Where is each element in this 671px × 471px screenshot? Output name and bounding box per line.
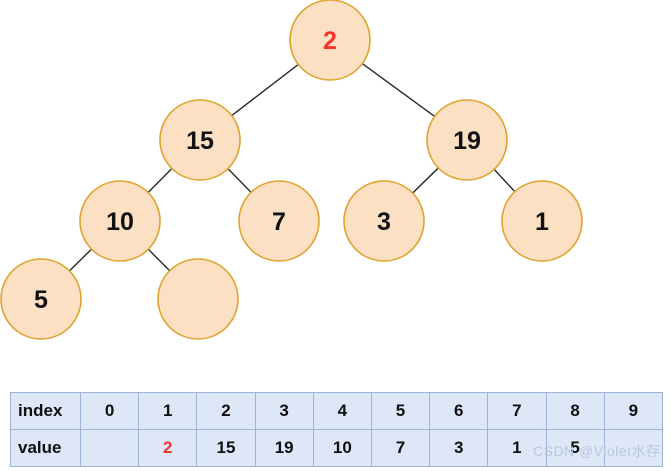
cell-value-1: 2	[138, 429, 198, 467]
tree-node-label: 15	[186, 127, 214, 155]
tree-node-empty[interactable]	[157, 258, 239, 340]
tree-edges	[68, 63, 516, 272]
tree-node-circle	[426, 99, 508, 181]
tree-node-label: 10	[106, 208, 134, 236]
tree-node-circle	[79, 180, 161, 262]
tree-node-1[interactable]: 1	[501, 180, 583, 262]
cell-value-4: 10	[312, 429, 372, 467]
tree-edge-n10-nEmpty	[147, 248, 171, 272]
tree-edge-n19-n3	[412, 167, 439, 194]
tree-node-label: 1	[535, 208, 549, 236]
tree-node-10[interactable]: 10	[79, 180, 161, 262]
tree-edge-n15-n7	[227, 168, 252, 193]
cell-index-3: 3	[254, 392, 314, 430]
tree-node-circle	[0, 258, 82, 340]
tree-node-19[interactable]: 19	[426, 99, 508, 181]
cell-index-0: 0	[79, 392, 140, 430]
tree-node-label: 3	[377, 208, 391, 236]
tree-node-circle	[159, 99, 241, 181]
cell-index-8: 8	[545, 392, 605, 430]
tree-node-circle	[343, 180, 425, 262]
cell-index-6: 6	[429, 392, 489, 430]
tree-edge-n19-n1	[493, 168, 516, 193]
tree-node-circle	[289, 0, 371, 81]
tree-node-5[interactable]: 5	[0, 258, 82, 340]
cell-value-5: 7	[370, 429, 431, 467]
tree-node-3[interactable]: 3	[343, 180, 425, 262]
cell-index-2: 2	[196, 392, 256, 430]
tree-node-label: 7	[272, 208, 286, 236]
tree-node-2[interactable]: 2	[289, 0, 371, 81]
row-header-value: value	[10, 429, 81, 467]
row-header-index: index	[10, 392, 81, 430]
tree-node-label: 19	[453, 127, 481, 155]
tree-edge-n2-n15	[231, 63, 299, 117]
cell-value-0	[79, 429, 140, 467]
tree-node-circle	[157, 258, 239, 340]
cell-value-8: 5	[545, 429, 605, 467]
tree-node-7[interactable]: 7	[238, 180, 320, 262]
tree-node-15[interactable]: 15	[159, 99, 241, 181]
cell-index-4: 4	[312, 392, 372, 430]
tree-edge-n2-n19	[361, 63, 436, 117]
cell-index-5: 5	[370, 392, 431, 430]
tree-edge-n10-n5	[68, 248, 93, 272]
cell-value-7: 1	[487, 429, 547, 467]
cell-index-1: 1	[138, 392, 198, 430]
cell-value-9	[603, 429, 664, 467]
tree-node-circle	[501, 180, 583, 262]
tree-node-label: 5	[34, 286, 48, 314]
cell-index-9: 9	[603, 392, 664, 430]
cell-value-3: 19	[254, 429, 314, 467]
cell-value-2: 15	[196, 429, 256, 467]
tree-node-label: 2	[323, 27, 337, 55]
cell-index-7: 7	[487, 392, 547, 430]
tree-node-circle	[238, 180, 320, 262]
tree-edge-n15-n10	[147, 167, 173, 194]
cell-value-6: 3	[429, 429, 489, 467]
